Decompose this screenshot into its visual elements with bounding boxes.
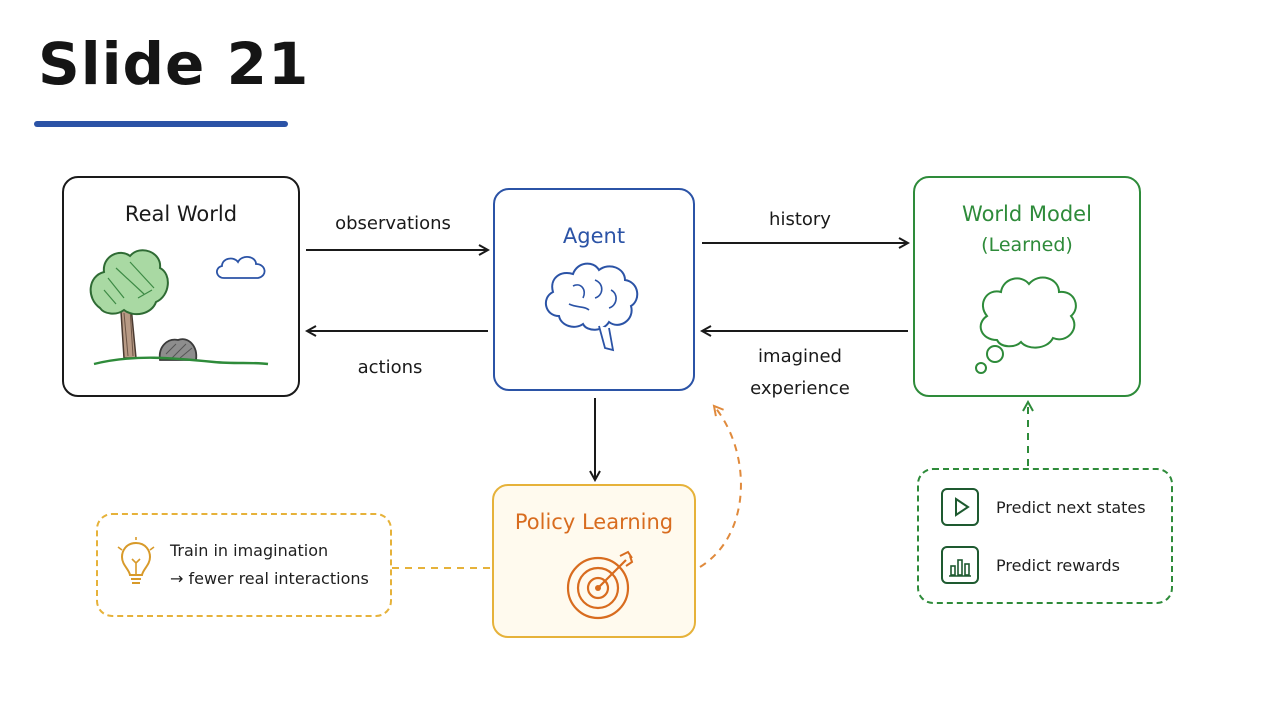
train-line2: → fewer real interactions [170, 569, 369, 588]
tree-icon [89, 249, 169, 359]
real-world-illustration [89, 249, 269, 366]
target-icon [566, 550, 634, 620]
lightbulb-icon [117, 537, 155, 584]
slide-title: Slide 21 [38, 30, 310, 98]
title-underline [34, 121, 288, 127]
rock-icon [158, 338, 198, 361]
world-model-title: World Model [962, 202, 1092, 226]
observations-label: observations [335, 213, 451, 234]
policy-learning-node: Policy Learning [492, 484, 696, 638]
agent-node: Agent [493, 188, 695, 391]
history-label: history [769, 209, 831, 230]
thought-cloud-icon [975, 276, 1077, 374]
train-in-imagination-callout: Train in imagination → fewer real intera… [96, 513, 392, 617]
policy-to-agent-dashed-arrow [699, 406, 742, 568]
imagined-experience-label: imagined experience [730, 341, 870, 405]
predict-rewards-label: Predict rewards [996, 556, 1120, 575]
train-line1: Train in imagination [170, 541, 329, 560]
real-world-node: Real World [62, 176, 300, 397]
grass-icon [93, 356, 269, 366]
world-model-subtitle: (Learned) [981, 234, 1073, 256]
brain-icon [544, 262, 639, 352]
agent-title: Agent [562, 224, 626, 248]
play-icon [941, 488, 979, 526]
predict-callout: Predict next states Predict rewards [917, 468, 1173, 604]
real-world-title: Real World [124, 202, 238, 226]
policy-learning-title: Policy Learning [514, 510, 674, 534]
bar-chart-icon [941, 546, 979, 584]
imagined-label-line1: imagined [758, 346, 842, 367]
cloud-icon [216, 256, 266, 279]
predict-next-states-label: Predict next states [996, 498, 1146, 517]
world-model-node: World Model (Learned) [913, 176, 1141, 397]
imagined-label-line2: experience [750, 378, 850, 399]
actions-label: actions [357, 357, 423, 378]
